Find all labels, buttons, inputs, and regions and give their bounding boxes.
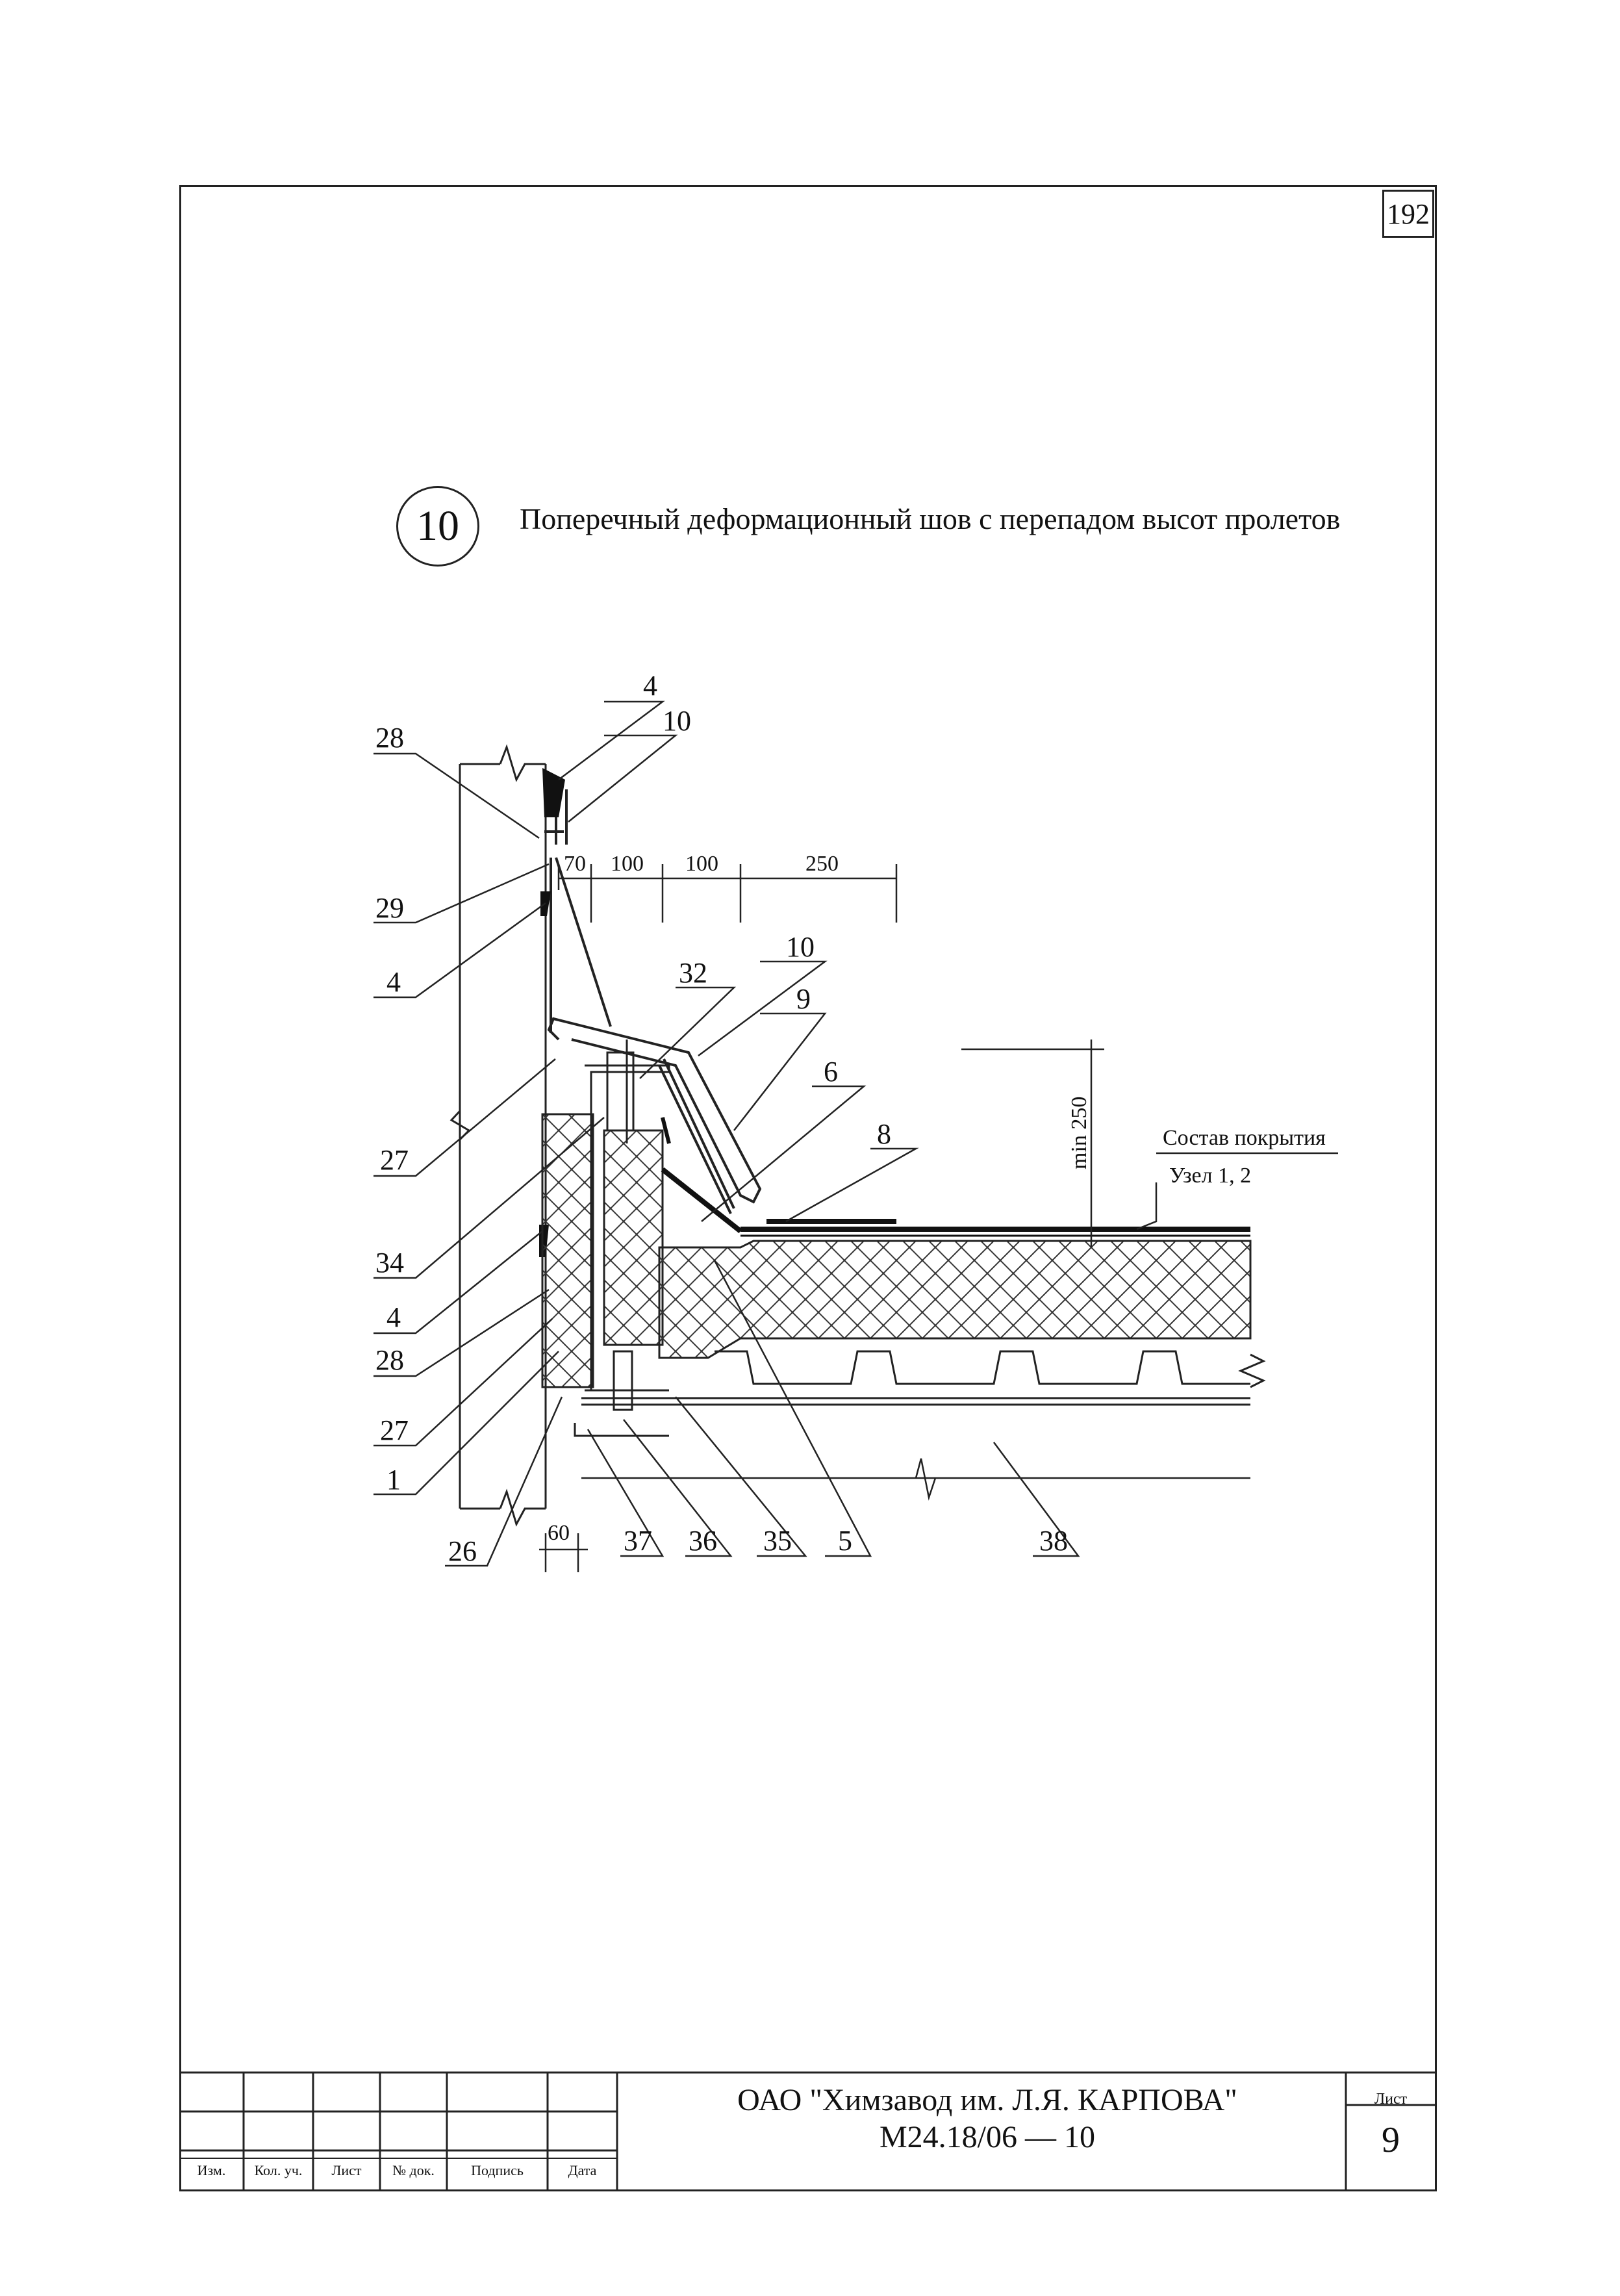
dim-250: 250 — [805, 852, 839, 876]
dim-min-250: min 250 — [1067, 1097, 1091, 1169]
callout-9: 9 — [796, 983, 811, 1015]
detail-number-circle: 10 — [396, 486, 479, 567]
profiled-deck — [581, 1350, 1266, 1406]
dim-100-b: 100 — [685, 852, 718, 876]
dim-70: 70 — [564, 852, 586, 876]
tb-col-date: Дата — [568, 2162, 597, 2178]
roof-membrane — [661, 1117, 1250, 1237]
callout-labels: 28 4 10 29 4 32 10 9 6 8 27 34 4 28 27 1… — [375, 670, 1068, 1567]
detail-title: Поперечный деформационный шов с перепадо… — [520, 502, 1341, 535]
sheet-number: 9 — [1382, 2120, 1400, 2160]
page-number: 192 — [1382, 190, 1434, 238]
callout-34: 34 — [375, 1247, 404, 1279]
tb-col-doc-no: № док. — [392, 2162, 435, 2178]
tb-col-signature: Подпись — [471, 2162, 524, 2178]
leader-lines — [373, 700, 1158, 1567]
callout-32: 32 — [679, 957, 707, 989]
callout-35: 35 — [763, 1525, 792, 1557]
callout-10-top: 10 — [663, 705, 691, 737]
detail-number: 10 — [416, 502, 459, 550]
drawing-frame — [179, 185, 1437, 2191]
sheet-label: Лист — [1374, 2091, 1408, 2108]
callout-5: 5 — [838, 1525, 852, 1557]
callout-10-mid: 10 — [786, 931, 815, 963]
organization-name: ОАО "Химзавод им. Л.Я. КАРПОВА" — [737, 2083, 1237, 2117]
callout-4-low: 4 — [386, 1301, 401, 1333]
compensator — [547, 1017, 762, 1214]
callout-4-top: 4 — [643, 670, 657, 702]
roof-insulation — [658, 1240, 1252, 1359]
roof-composition-note: Состав покрытия Узел 1, 2 — [1156, 1126, 1338, 1188]
support-bracket — [574, 1040, 670, 1437]
callout-1: 1 — [386, 1464, 401, 1496]
dim-60: 60 — [548, 1521, 570, 1545]
roof-composition-label: Состав покрытия — [1163, 1126, 1326, 1150]
callout-29: 29 — [375, 892, 404, 924]
callout-28-low: 28 — [375, 1344, 404, 1376]
tb-col-izm: Изм. — [197, 2162, 226, 2178]
callout-36: 36 — [689, 1525, 717, 1557]
callout-26: 26 — [448, 1535, 477, 1567]
callout-37: 37 — [624, 1525, 652, 1557]
callout-6: 6 — [824, 1056, 838, 1088]
callout-38: 38 — [1039, 1525, 1068, 1557]
callout-27-low: 27 — [380, 1414, 409, 1446]
tb-col-kol-uch: Кол. уч. — [254, 2162, 303, 2178]
dim-100-a: 100 — [611, 852, 644, 876]
document-code: М24.18/06 — 10 — [879, 2120, 1095, 2154]
callout-28-top: 28 — [375, 722, 404, 754]
callout-8: 8 — [877, 1118, 891, 1150]
wall-insulation — [541, 1113, 594, 1388]
roof-composition-reference: Узел 1, 2 — [1169, 1164, 1251, 1188]
sealant-top — [542, 768, 565, 817]
dimension-lines — [539, 864, 1250, 1572]
dimension-labels: 70 100 100 250 min 250 60 — [548, 852, 1091, 1545]
tb-col-list: Лист — [331, 2162, 362, 2178]
callout-4-mid: 4 — [386, 966, 401, 998]
callout-27-upper: 27 — [380, 1144, 409, 1176]
